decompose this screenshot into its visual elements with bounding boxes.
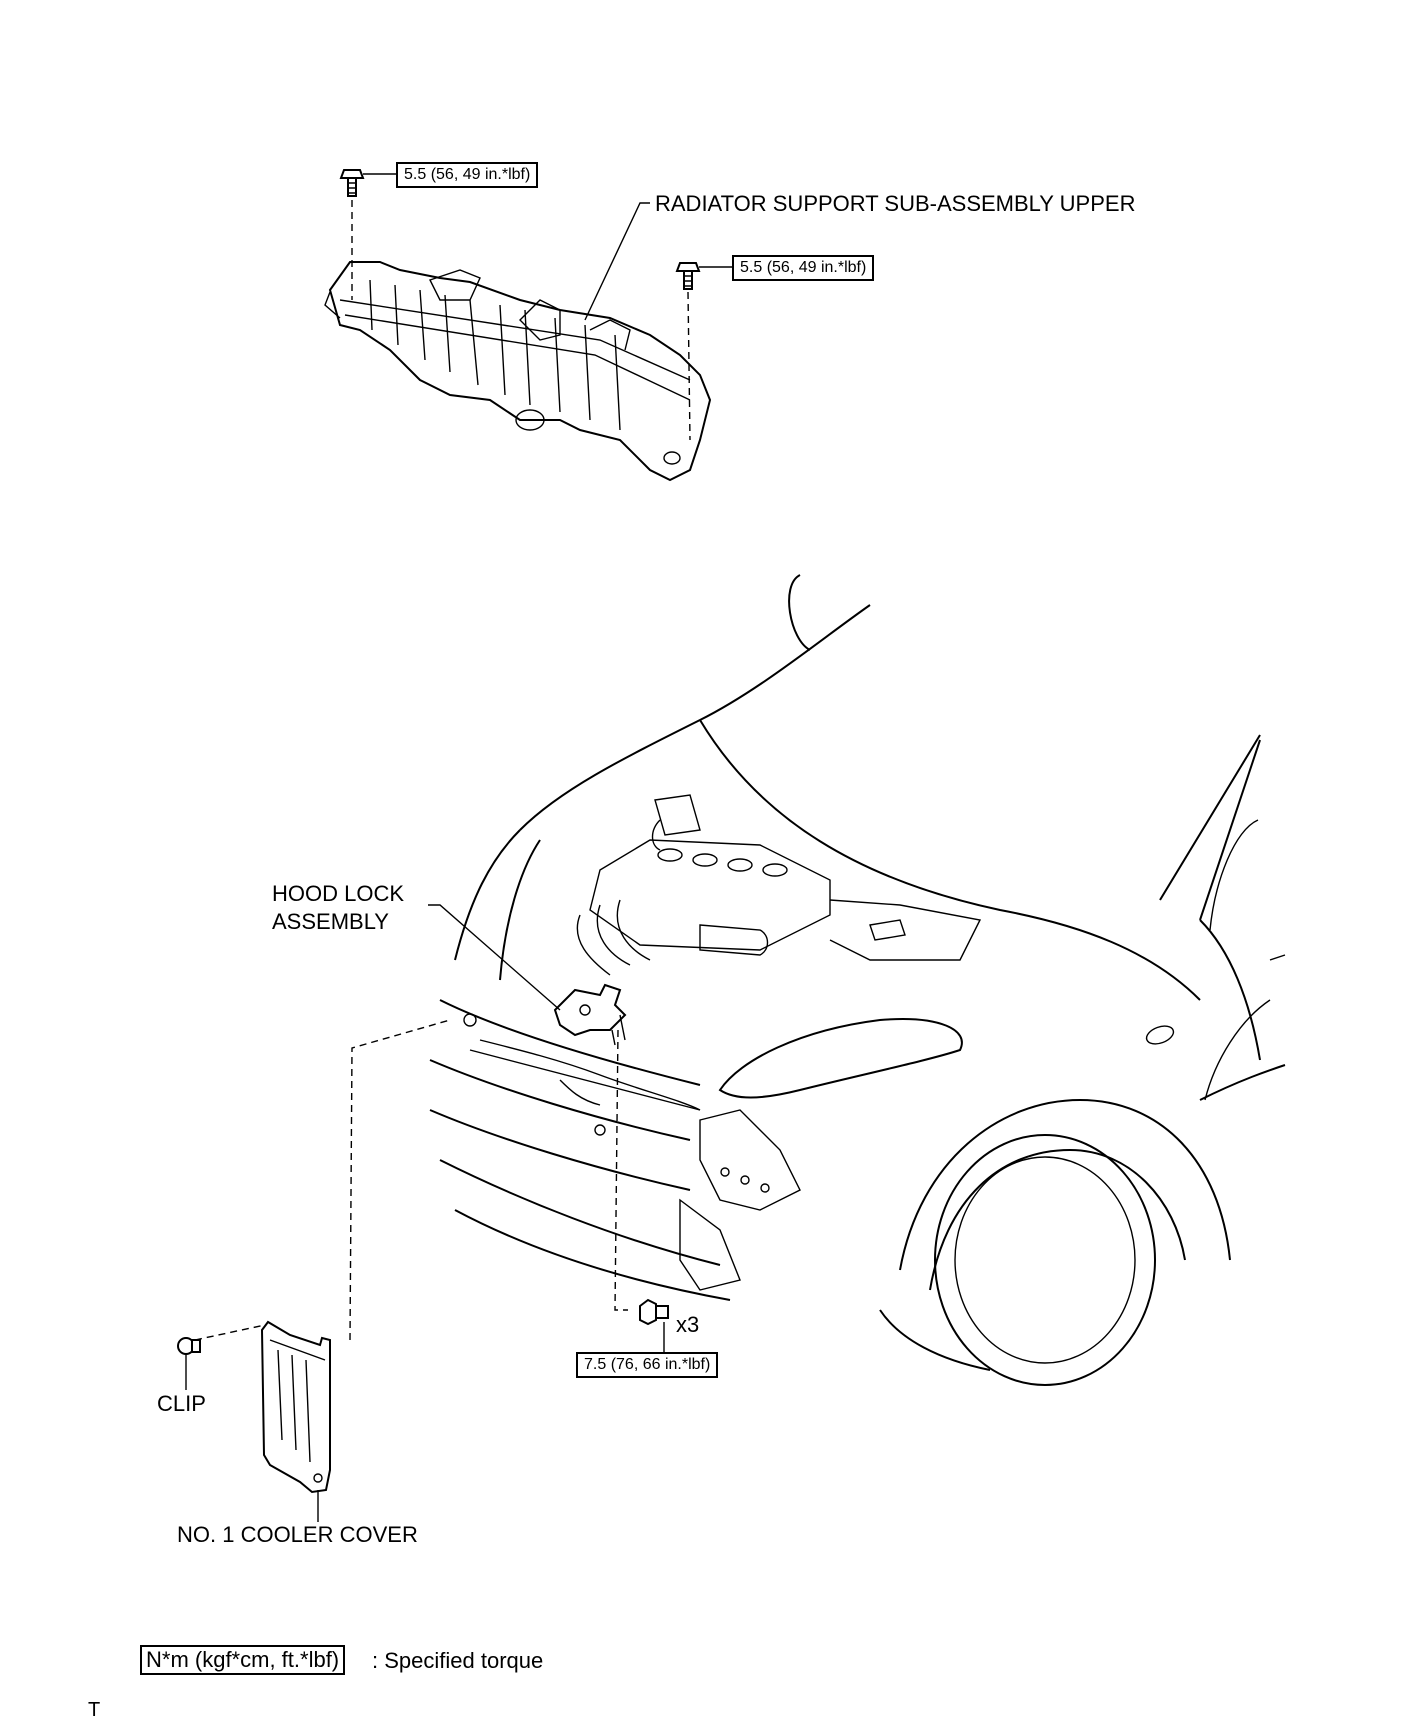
- bolt-icon: [339, 169, 365, 197]
- bolt-icon: [639, 1298, 669, 1326]
- clip-label: CLIP: [157, 1391, 206, 1416]
- hood-lock-label-line2: ASSEMBLY: [272, 909, 389, 934]
- radiator-support-drawing: [324, 261, 712, 482]
- vehicle-front-drawing: [429, 574, 1286, 1386]
- radiator-support-label: RADIATOR SUPPORT SUB-ASSEMBLY UPPER: [655, 191, 1136, 216]
- footer-code: T: [88, 1699, 101, 1721]
- hood-lock-label-line1: HOOD LOCK: [272, 881, 405, 906]
- cooler-cover-drawing: [260, 1320, 331, 1494]
- clip-icon: [177, 1337, 201, 1355]
- torque-box-radiator-right: 5.5 (56, 49 in.*lbf): [732, 255, 875, 281]
- legend-torque-box: N*m (kgf*cm, ft.*lbf): [140, 1645, 346, 1675]
- cooler-cover-label: NO. 1 COOLER COVER: [177, 1522, 418, 1547]
- torque-box-hood-lock: 7.5 (76, 66 in.*lbf): [576, 1352, 719, 1378]
- torque-box-radiator-left: 5.5 (56, 49 in.*lbf): [396, 162, 539, 188]
- bolt-count-label: x3: [676, 1312, 700, 1337]
- legend-description: : Specified torque: [372, 1648, 544, 1673]
- bolt-icon: [675, 262, 701, 290]
